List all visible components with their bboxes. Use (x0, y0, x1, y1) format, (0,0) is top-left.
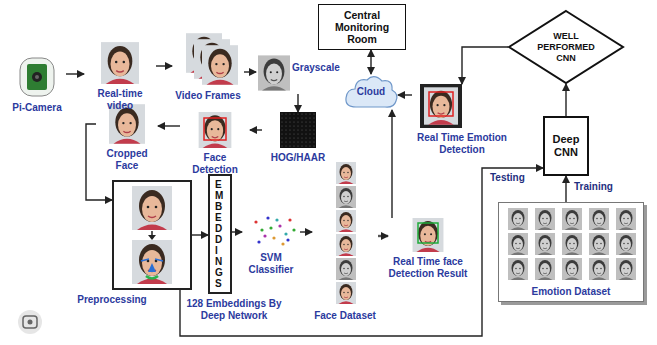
image-node: HOG/HAAR (262, 112, 334, 164)
node-label: Deep CNN (545, 133, 587, 159)
hog-image (280, 112, 316, 148)
node-label: EMBEDDINGS (215, 179, 225, 289)
node-label: Preprocessing (74, 294, 150, 306)
camera-node: Pi-Camera (8, 58, 66, 114)
free-label: 128 Embeddings By Deep Network (186, 298, 282, 322)
image-node: SVM Classifier (242, 214, 300, 276)
cloud-outline (346, 77, 397, 107)
image-node: Video Frames (172, 32, 244, 102)
connector (66, 73, 84, 74)
edge-label: Testing (488, 172, 527, 184)
connector (370, 50, 371, 74)
connector (250, 129, 262, 130)
connector (158, 125, 180, 126)
diamond-outline (509, 11, 623, 83)
node-label: Grayscale (256, 52, 340, 74)
node-label: HOG/HAAR (262, 152, 334, 164)
node-label: Cropped Face (96, 148, 158, 172)
lens-icon (18, 310, 42, 334)
decision-diamond: WELL PERFORMED CNN (508, 10, 624, 84)
process-box: Deep CNN (543, 116, 589, 176)
cloud-shape: Cloud (344, 74, 398, 110)
connector (297, 94, 298, 112)
connector (180, 168, 543, 336)
node-label: Emotion Dataset (529, 286, 614, 298)
process-box: Preprocessing (112, 180, 192, 290)
connector (565, 84, 566, 116)
preprocessing-faces (132, 186, 172, 284)
embedding-box: EMBEDDINGS (208, 174, 232, 294)
node-label: Real-time video (84, 88, 156, 112)
node-label: Pi-Camera (8, 102, 66, 114)
image-node: Grayscale (256, 52, 340, 94)
connector (378, 235, 388, 237)
image-node: Cropped Face (96, 104, 158, 172)
image-node: Face Dataset (312, 160, 378, 322)
connector (462, 47, 508, 84)
grayscale-photo (258, 55, 290, 90)
connector (244, 71, 256, 72)
connector (86, 124, 112, 200)
connector (156, 65, 172, 66)
connector (192, 234, 208, 235)
face-detection-photo (199, 112, 232, 148)
video-photo (101, 42, 139, 84)
video-frames (186, 33, 238, 85)
connector (565, 176, 566, 202)
detection-result-photo (413, 218, 444, 252)
image-node: Real Time Emotion Detection (412, 84, 512, 156)
emotion-dataset-grid (508, 208, 636, 280)
dataset-box: Emotion Dataset (498, 202, 644, 302)
node-label: Central Monitoring Room (322, 9, 402, 45)
node-label: SVM Classifier (242, 252, 300, 276)
connector (300, 231, 312, 232)
pi-camera-icon (20, 58, 54, 96)
process-box: Central Monitoring Room (318, 4, 406, 50)
emotion-detection-photo (420, 84, 462, 128)
face-dataset-column (336, 162, 356, 304)
node-label: Video Frames (172, 90, 244, 102)
image-node: Real Time face Detection Result (388, 218, 468, 280)
connector (398, 94, 412, 95)
edge-label: Training (572, 181, 615, 193)
image-node: Face Detection (180, 112, 250, 176)
svm-scatter (254, 216, 295, 245)
node-label: Real Time face Detection Result (388, 256, 468, 280)
node-label: WELL PERFORMED CNN (534, 31, 598, 64)
node-label: Face Dataset (312, 310, 378, 322)
connector (391, 110, 392, 218)
connector (232, 231, 242, 232)
node-label: Cloud (357, 86, 385, 98)
image-node: Real-time video (84, 42, 156, 112)
node-label: Face Detection (180, 152, 250, 176)
node-label: Real Time Emotion Detection (412, 132, 512, 156)
